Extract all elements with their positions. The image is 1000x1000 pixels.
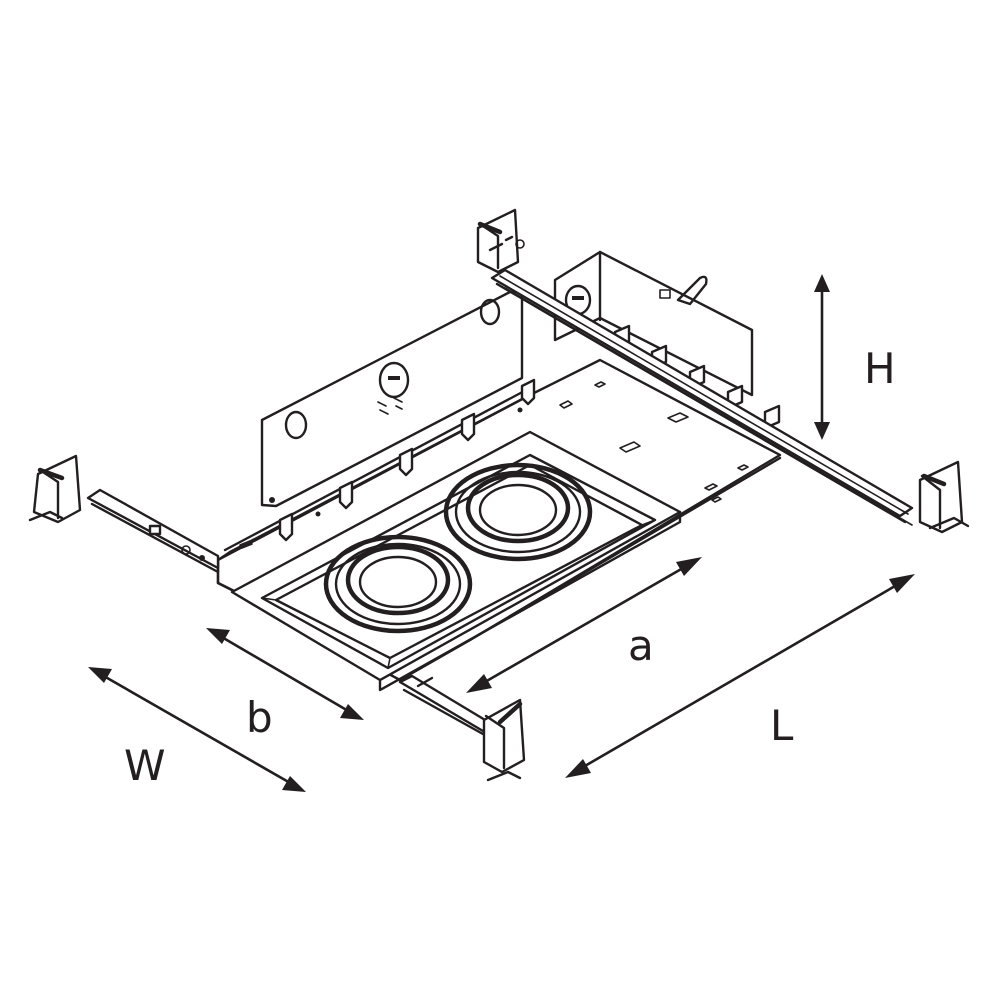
dimension-label-L: L	[770, 701, 794, 750]
dimension-label-b: b	[246, 693, 273, 742]
bracket-back-left	[476, 208, 525, 274]
dimension-label-H: H	[864, 344, 896, 393]
dimension-label-W: W	[124, 741, 166, 790]
dimension-a: a	[466, 557, 702, 693]
bracket-front-left	[28, 454, 82, 524]
dimension-W: W	[88, 667, 306, 792]
dimension-H: H	[814, 274, 896, 440]
dimension-b: b	[206, 628, 364, 742]
dimension-L: L	[565, 574, 915, 778]
lens-right	[443, 462, 593, 562]
lens-left	[323, 534, 473, 634]
junction-box	[260, 250, 754, 508]
spring-clip	[278, 378, 536, 542]
bracket-back-right	[918, 460, 970, 534]
plate-slots	[239, 381, 749, 549]
bracket-front-right	[482, 698, 526, 782]
dimension-label-a: a	[628, 621, 654, 670]
hanger-bar-back	[490, 268, 914, 526]
clips-left-edge	[216, 378, 536, 562]
